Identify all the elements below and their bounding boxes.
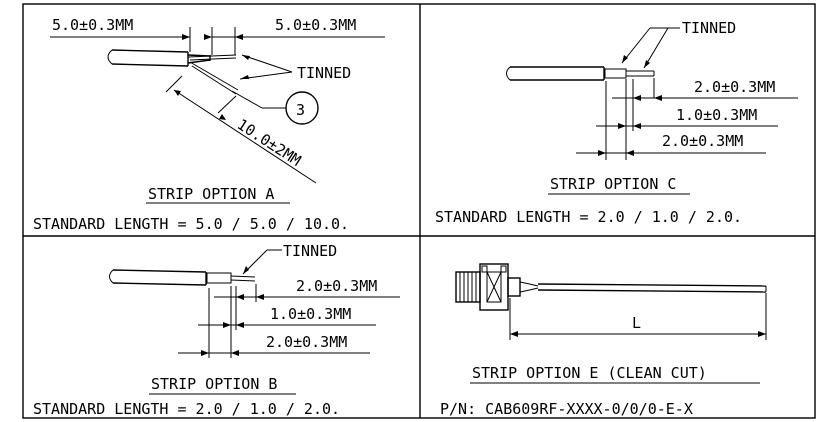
dim-a-right-label: 5.0±0.3MM xyxy=(275,16,356,34)
panel-strip-option-e: L STRIP OPTION E (CLEAN CUT) P/N: CAB609… xyxy=(440,263,767,418)
dim-c2-label: 1.0±0.3MM xyxy=(676,106,757,124)
strip-option-b-title: STRIP OPTION B xyxy=(151,375,277,393)
dim-a-long: 10.0±2MM xyxy=(165,75,317,184)
dim-e-l-label: L xyxy=(632,314,641,332)
panel-strip-option-a: 5.0±0.3MM 5.0±0.3MM TINNED 3 10.0±2MM xyxy=(33,16,385,233)
strip-option-e-part-number: P/N: CAB609RF-XXXX-0/0/0-E-X xyxy=(440,400,693,418)
tinned-b-label: TINNED xyxy=(283,242,337,260)
dim-b2-label: 1.0±0.3MM xyxy=(270,305,351,323)
strip-option-c-title: STRIP OPTION C xyxy=(550,175,676,193)
connector-e xyxy=(455,263,767,311)
tinned-c-callout: TINNED xyxy=(621,19,736,69)
dim-b1-label: 2.0±0.3MM xyxy=(296,277,377,295)
tinned-a-label: TINNED xyxy=(297,64,351,82)
balloon-3-label: 3 xyxy=(296,101,305,119)
strip-option-a-standard: STANDARD LENGTH = 5.0 / 5.0 / 10.0. xyxy=(33,215,349,233)
cable-a xyxy=(107,49,239,95)
strip-option-b-standard: STANDARD LENGTH = 2.0 / 1.0 / 2.0. xyxy=(33,400,340,418)
strip-option-c-standard: STANDARD LENGTH = 2.0 / 1.0 / 2.0. xyxy=(435,208,742,226)
cable-b xyxy=(109,269,256,286)
strip-option-a-title: STRIP OPTION A xyxy=(148,185,274,203)
dim-a-left-label: 5.0±0.3MM xyxy=(52,16,133,34)
dims-b: 2.0±0.3MM 1.0±0.3MM 2.0±0.3MM xyxy=(178,277,400,358)
balloon-3: 3 xyxy=(231,90,319,125)
tinned-a-callout: TINNED xyxy=(239,54,351,82)
dims-c: 2.0±0.3MM 1.0±0.3MM 2.0±0.3MM xyxy=(576,78,798,160)
dim-c1-label: 2.0±0.3MM xyxy=(694,78,775,96)
tinned-b-callout: TINNED xyxy=(242,242,337,275)
tinned-c-label: TINNED xyxy=(682,19,736,37)
dim-c3-label: 2.0±0.3MM xyxy=(662,132,743,150)
cable-c xyxy=(506,66,655,81)
strip-option-e-title: STRIP OPTION E (CLEAN CUT) xyxy=(472,364,707,382)
dim-e-length: L xyxy=(509,293,767,340)
dim-a-top: 5.0±0.3MM 5.0±0.3MM xyxy=(50,16,385,55)
panel-strip-option-c: TINNED 2.0±0.3MM 1.0±0.3MM 2.0±0.3MM STR… xyxy=(435,19,798,226)
panel-strip-option-b: TINNED 2.0±0.3MM 1.0±0.3MM 2.0±0.3MM STR… xyxy=(33,242,400,418)
dim-a-long-label: 10.0±2MM xyxy=(234,115,304,169)
frame xyxy=(22,3,816,419)
dim-b3-label: 2.0±0.3MM xyxy=(266,333,347,351)
